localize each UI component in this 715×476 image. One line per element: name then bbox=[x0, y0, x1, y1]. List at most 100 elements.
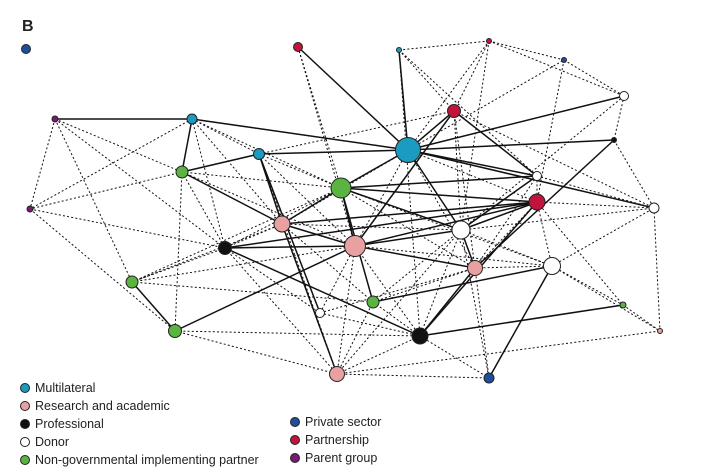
node-n21-research bbox=[344, 235, 366, 257]
legend-label-private: Private sector bbox=[305, 415, 382, 429]
dotted-edge-66 bbox=[551, 207, 655, 267]
legend-label-multilateral: Multilateral bbox=[35, 381, 96, 395]
node-n15-partnership bbox=[528, 193, 546, 211]
dotted-edge-11 bbox=[613, 95, 625, 141]
solid-edge-1 bbox=[398, 49, 409, 151]
dotted-edge-31 bbox=[131, 187, 342, 283]
solid-edge-5 bbox=[191, 118, 409, 151]
node-n24-ngo bbox=[125, 275, 139, 289]
node-n27-donor bbox=[315, 308, 325, 318]
dotted-edge-0 bbox=[297, 46, 342, 189]
dotted-edge-6 bbox=[488, 40, 625, 97]
dotted-edge-33 bbox=[340, 187, 476, 269]
node-n18-research bbox=[273, 215, 291, 233]
dotted-edge-47 bbox=[336, 335, 421, 375]
dotted-edge-56 bbox=[319, 245, 356, 314]
dotted-edge-13 bbox=[453, 110, 462, 231]
solid-edge-20 bbox=[407, 149, 655, 209]
dotted-edge-67 bbox=[551, 265, 624, 306]
legend-swatch-parent bbox=[290, 453, 300, 463]
dotted-edge-78 bbox=[354, 149, 409, 247]
node-n30-professional bbox=[411, 327, 429, 345]
dotted-edge-10 bbox=[460, 95, 625, 231]
dotted-edge-41 bbox=[224, 247, 321, 314]
solid-edge-43 bbox=[281, 201, 538, 225]
dotted-edge-51 bbox=[372, 267, 476, 303]
node-n3-partnership bbox=[486, 38, 492, 44]
dotted-edge-39 bbox=[29, 208, 176, 332]
legend-swatch-professional bbox=[20, 419, 30, 429]
dotted-edge-22 bbox=[191, 118, 226, 249]
dotted-edge-43 bbox=[131, 245, 356, 283]
node-n6-partnership bbox=[447, 104, 461, 118]
solid-edge-33 bbox=[354, 229, 462, 247]
solid-edge-31 bbox=[224, 247, 421, 337]
dotted-edge-26 bbox=[181, 171, 226, 249]
dotted-edge-68 bbox=[551, 265, 661, 332]
solid-edge-22 bbox=[354, 110, 455, 247]
solid-edge-35 bbox=[174, 245, 356, 332]
node-n19-donor bbox=[451, 220, 471, 240]
dotted-edge-73 bbox=[536, 201, 553, 267]
solid-edge-14 bbox=[340, 187, 538, 203]
dotted-edge-62 bbox=[419, 229, 462, 337]
dotted-edge-49 bbox=[336, 373, 490, 379]
node-iso-private bbox=[21, 44, 31, 54]
dotted-edge-28 bbox=[258, 153, 342, 189]
solid-edge-21 bbox=[407, 149, 462, 231]
dotted-edge-88 bbox=[224, 247, 338, 375]
dotted-edge-59 bbox=[460, 229, 553, 267]
legend-item-ngo: Non-governmental implementing partner bbox=[20, 451, 259, 469]
node-n25-ngo bbox=[366, 295, 380, 309]
dotted-edge-4 bbox=[453, 40, 490, 112]
solid-edge-12 bbox=[281, 187, 342, 225]
node-n28-ngo bbox=[168, 324, 182, 338]
dotted-edge-71 bbox=[536, 201, 655, 209]
node-n20-professional bbox=[218, 241, 232, 255]
dotted-edge-87 bbox=[174, 330, 421, 337]
node-n12-ngo bbox=[175, 165, 189, 179]
dotted-edge-74 bbox=[613, 139, 655, 209]
dotted-edge-58 bbox=[354, 245, 421, 337]
solid-edge-25 bbox=[460, 175, 538, 231]
dotted-edge-9 bbox=[536, 59, 565, 203]
legend-item-parent: Parent group bbox=[290, 449, 381, 467]
node-n31-research bbox=[329, 366, 345, 382]
dotted-edge-12 bbox=[453, 110, 655, 209]
solid-edge-40 bbox=[281, 223, 338, 375]
node-n2-multilateral bbox=[396, 47, 402, 53]
legend-item-partnership: Partnership bbox=[290, 431, 381, 449]
dotted-edge-38 bbox=[131, 223, 283, 283]
dotted-edge-55 bbox=[319, 267, 476, 314]
dotted-edge-45 bbox=[336, 245, 356, 375]
legend-item-research: Research and academic bbox=[20, 397, 259, 415]
node-n5-donor bbox=[619, 91, 629, 101]
solid-edge-6 bbox=[181, 118, 193, 173]
legend-left: Multilateral Research and academic Profe… bbox=[20, 379, 259, 469]
solid-edge-41 bbox=[281, 223, 356, 247]
dotted-edge-2 bbox=[398, 40, 490, 51]
dotted-edge-53 bbox=[372, 301, 421, 337]
dotted-edge-91 bbox=[474, 175, 538, 269]
dotted-edge-15 bbox=[29, 118, 56, 210]
dotted-edge-50 bbox=[336, 330, 661, 375]
dotted-edge-72 bbox=[536, 201, 624, 306]
dotted-edge-85 bbox=[398, 49, 538, 177]
solid-edge-15 bbox=[340, 187, 462, 231]
dotted-edge-57 bbox=[354, 245, 553, 267]
legend-item-donor: Donor bbox=[20, 433, 259, 451]
solid-edge-10 bbox=[258, 153, 321, 314]
legend-swatch-research bbox=[20, 401, 30, 411]
dotted-edge-18 bbox=[54, 118, 133, 283]
dotted-edge-40 bbox=[29, 208, 226, 249]
dotted-edge-76 bbox=[622, 304, 661, 332]
dotted-edge-64 bbox=[474, 265, 553, 269]
node-n1-partnership bbox=[293, 42, 303, 52]
solid-edge-23 bbox=[453, 110, 538, 177]
solid-edge-32 bbox=[354, 245, 476, 269]
solid-edge-16 bbox=[340, 175, 538, 189]
dotted-edge-82 bbox=[407, 59, 565, 151]
dotted-edge-25 bbox=[181, 171, 342, 189]
solid-edge-44 bbox=[181, 171, 283, 225]
solid-edge-3 bbox=[407, 95, 625, 151]
